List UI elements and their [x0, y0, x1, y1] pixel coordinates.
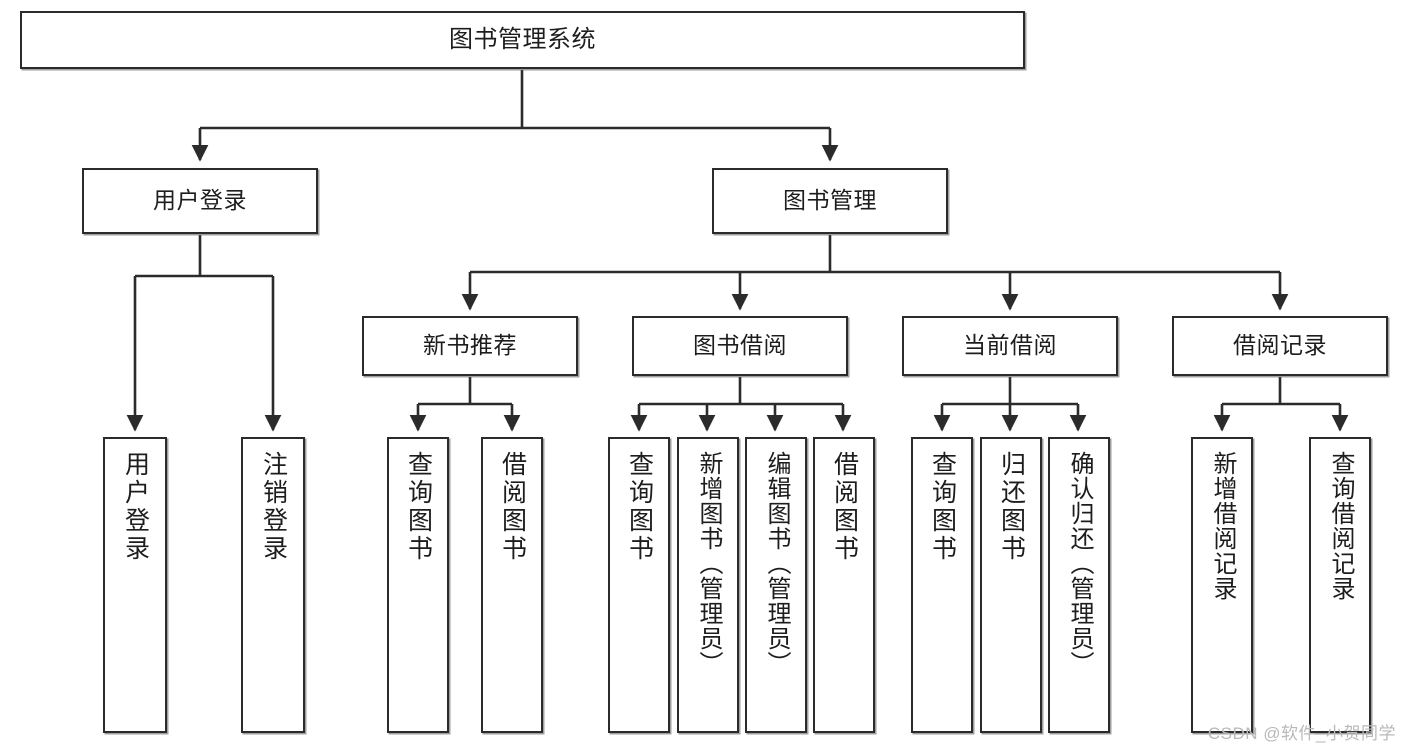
node-book-manage-label: 图书管理 [783, 187, 877, 214]
node-current-borrow-label: 当前借阅 [963, 332, 1057, 359]
node-leaf-edit-book-label: 编辑图书（管理员） [763, 451, 790, 676]
node-leaf-add-record[interactable]: 新增借阅记录 [1191, 437, 1253, 733]
node-leaf-logout-login-label: 注销登录 [259, 451, 288, 563]
node-new-book-recommend[interactable]: 新书推荐 [362, 316, 578, 376]
node-leaf-confirm-return-label: 确认归还（管理员） [1066, 451, 1093, 676]
node-leaf-query-book-2[interactable]: 查询图书 [608, 437, 670, 733]
node-root-system[interactable]: 图书管理系统 [20, 11, 1025, 69]
node-book-borrow-label: 图书借阅 [693, 332, 787, 359]
node-book-manage[interactable]: 图书管理 [712, 168, 948, 234]
node-borrow-record[interactable]: 借阅记录 [1172, 316, 1388, 376]
node-root-system-label: 图书管理系统 [449, 25, 596, 53]
csdn-watermark: CSDN @软件_小贺同学 [1207, 724, 1396, 743]
node-book-borrow[interactable]: 图书借阅 [632, 316, 848, 376]
node-leaf-query-record[interactable]: 查询借阅记录 [1309, 437, 1371, 733]
node-leaf-borrow-book-2[interactable]: 借阅图书 [813, 437, 875, 733]
node-leaf-query-book-2-label: 查询图书 [625, 451, 654, 563]
node-leaf-query-book-1-label: 查询图书 [404, 451, 433, 563]
node-current-borrow[interactable]: 当前借阅 [902, 316, 1118, 376]
node-leaf-borrow-book-2-label: 借阅图书 [830, 451, 859, 563]
node-leaf-user-login-label: 用户登录 [121, 451, 150, 563]
node-leaf-borrow-book-1[interactable]: 借阅图书 [481, 437, 543, 733]
node-leaf-add-book-label: 新增图书（管理员） [695, 451, 722, 676]
node-leaf-query-record-label: 查询借阅记录 [1327, 451, 1354, 601]
node-borrow-record-label: 借阅记录 [1233, 332, 1327, 359]
node-leaf-borrow-book-1-label: 借阅图书 [498, 451, 527, 563]
node-leaf-query-book-3-label: 查询图书 [928, 451, 957, 563]
node-leaf-user-login[interactable]: 用户登录 [103, 437, 167, 733]
node-leaf-confirm-return[interactable]: 确认归还（管理员） [1048, 437, 1110, 733]
node-leaf-logout-login[interactable]: 注销登录 [241, 437, 305, 733]
node-leaf-query-book-1[interactable]: 查询图书 [387, 437, 449, 733]
node-leaf-add-record-label: 新增借阅记录 [1209, 451, 1236, 601]
node-leaf-return-book-label: 归还图书 [997, 451, 1026, 563]
node-user-login-label: 用户登录 [153, 187, 247, 214]
node-new-book-recommend-label: 新书推荐 [423, 332, 517, 359]
node-leaf-add-book[interactable]: 新增图书（管理员） [677, 437, 739, 733]
node-user-login[interactable]: 用户登录 [82, 168, 318, 234]
node-leaf-query-book-3[interactable]: 查询图书 [911, 437, 973, 733]
node-leaf-return-book[interactable]: 归还图书 [980, 437, 1042, 733]
node-leaf-edit-book[interactable]: 编辑图书（管理员） [745, 437, 807, 733]
